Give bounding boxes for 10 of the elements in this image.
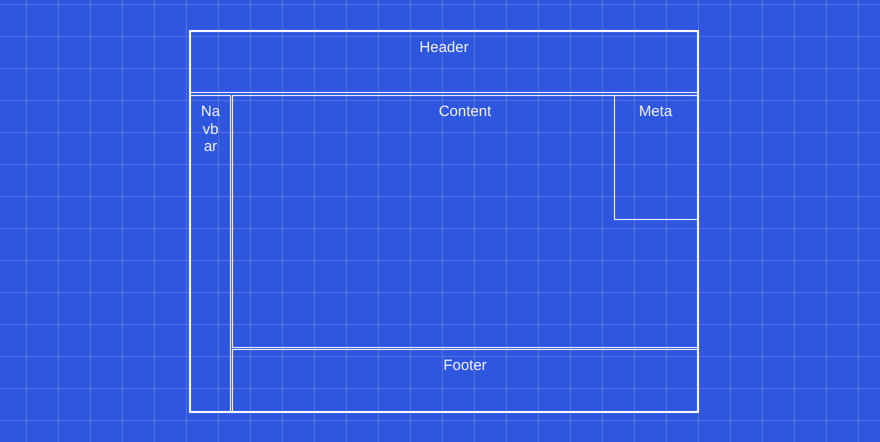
navbar-box bbox=[190, 95, 231, 412]
meta-box bbox=[614, 94, 698, 220]
footer-box bbox=[232, 349, 698, 412]
region-label: Navbar bbox=[200, 103, 222, 156]
region-label: Footer bbox=[443, 357, 487, 374]
region-label: Meta bbox=[638, 102, 672, 120]
page-frame bbox=[189, 30, 699, 413]
region-label: Content bbox=[438, 103, 492, 120]
region-label: Header bbox=[419, 39, 469, 56]
content-box bbox=[232, 95, 698, 348]
